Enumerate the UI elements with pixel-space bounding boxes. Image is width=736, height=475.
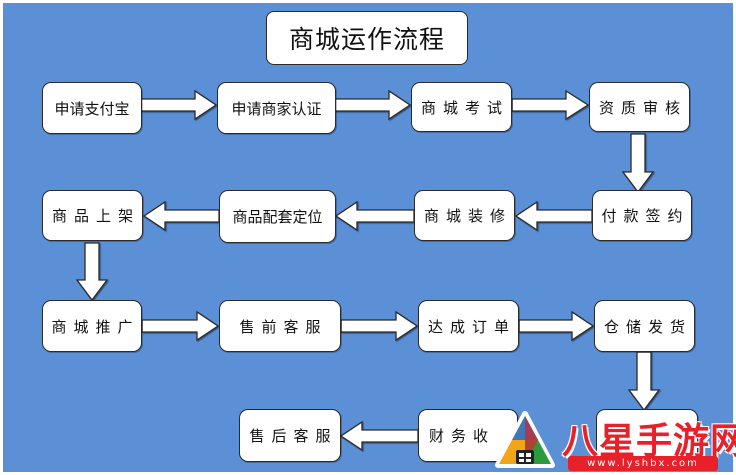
arrow-s11-to-s12: [518, 310, 595, 342]
arrow-s4-to-s5: [621, 133, 655, 194]
arrow-s8-to-s9: [75, 242, 109, 302]
arrow-s1-to-s2: [139, 89, 218, 121]
step-apply-alipay: 申请支付宝: [42, 82, 142, 134]
arrow-s5-to-s6: [514, 200, 593, 232]
step-warehouse-shipping: 仓储发货: [594, 300, 695, 352]
step-mall-exam: 商城考试: [411, 82, 512, 132]
step-mall-promotion: 商城推广: [42, 300, 142, 352]
arrow-s6-to-s7: [334, 200, 415, 232]
step-qualification-review: 资质审核: [589, 82, 690, 132]
step-product-listing: 商品上架: [42, 190, 143, 241]
step-payment-signing: 付款签约: [592, 190, 692, 241]
step-order-completed: 达成订单: [418, 300, 519, 352]
step-aftersale-service: 售后客服: [239, 409, 341, 462]
step-mall-decoration: 商城装修: [414, 190, 515, 241]
step-apply-merchant-cert: 申请商家认证: [217, 82, 336, 134]
arrow-s14-to-s15: [339, 420, 419, 452]
step-finance-receipt: 财务收: [418, 409, 518, 462]
site-watermark: 八星手游网 www.lyshbx.com: [482, 404, 736, 474]
watermark-url: www.lyshbx.com: [568, 456, 718, 471]
arrow-s7-to-s8: [142, 200, 220, 232]
arrow-s12-to-s13: [627, 351, 661, 412]
step-product-positioning: 商品配套定位: [219, 190, 336, 243]
arrow-s10-to-s11: [340, 310, 419, 342]
arrow-s9-to-s10: [141, 310, 220, 342]
diagram-title: 商城运作流程: [266, 11, 468, 65]
watermark-brand-text: 八星手游网: [562, 421, 736, 462]
arrow-s2-to-s3: [333, 89, 412, 121]
step-presale-service: 售前客服: [219, 300, 341, 352]
arrow-s3-to-s4: [511, 89, 590, 121]
watermark-logo-icon: [495, 411, 555, 468]
